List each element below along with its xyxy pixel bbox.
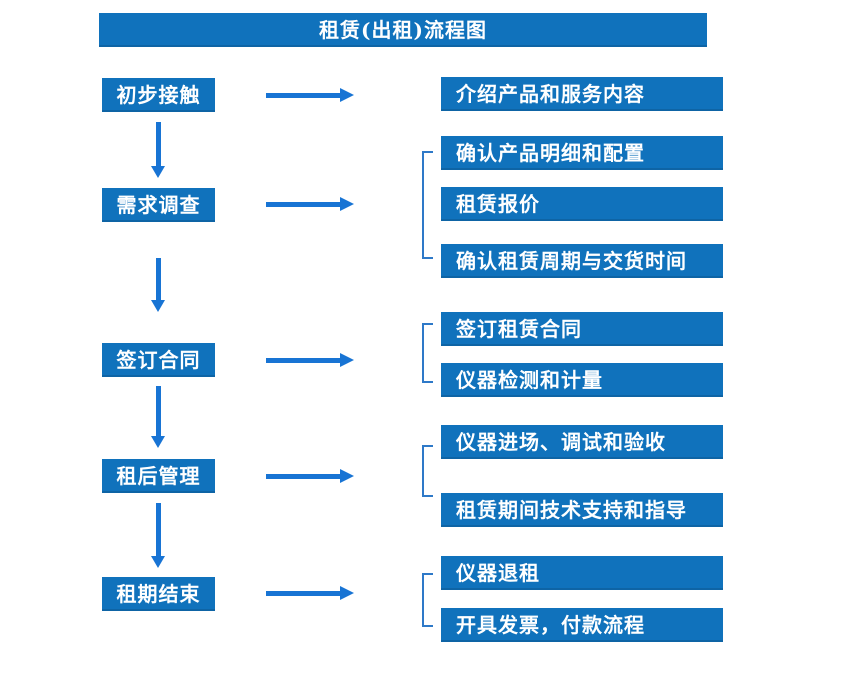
arrow-right-icon [266,353,354,367]
arrow-down-icon [151,122,166,178]
group-bracket-sign-contract [422,323,433,383]
detail-invoice-payment: 开具发票，付款流程 [441,608,723,642]
step-demand-survey: 需求调查 [102,188,215,222]
group-bracket-rental-end [422,573,433,627]
arrow-head [151,300,165,312]
arrow-shaft [266,474,341,479]
detail-rental-quote: 租赁报价 [441,187,723,221]
arrow-shaft [266,93,341,98]
flowchart-title: 租赁(出租)流程图 [99,13,707,47]
detail-confirm-period-delivery: 确认租赁周期与交货时间 [441,244,723,278]
step-post-rental-mgmt: 租后管理 [102,459,215,493]
arrow-head [340,88,354,102]
arrow-head [340,586,354,600]
arrow-head [151,556,165,568]
arrow-down-icon [151,386,166,448]
arrow-shaft [156,503,161,557]
arrow-head [151,436,165,448]
detail-sign-rental-contract: 签订租赁合同 [441,312,723,346]
step-sign-contract: 签订合同 [102,343,215,377]
arrow-shaft [266,202,341,207]
detail-confirm-product-config: 确认产品明细和配置 [441,136,723,170]
arrow-head [340,469,354,483]
arrow-right-icon [266,88,354,102]
arrow-shaft [156,122,161,167]
arrow-shaft [266,358,341,363]
detail-instrument-return: 仪器退租 [441,556,723,590]
arrow-shaft [156,386,161,437]
arrow-down-icon [151,258,166,312]
group-bracket-post-rental [422,445,433,497]
arrow-shaft [156,258,161,301]
step-rental-end: 租期结束 [102,577,215,611]
arrow-head [151,166,165,178]
group-bracket-demand-survey [422,151,433,259]
arrow-shaft [266,591,341,596]
detail-instrument-testing: 仪器检测和计量 [441,363,723,397]
arrow-head [340,353,354,367]
detail-instrument-setup: 仪器进场、调试和验收 [441,425,723,459]
arrow-right-icon [266,586,354,600]
arrow-down-icon [151,503,166,568]
arrow-head [340,197,354,211]
step-initial-contact: 初步接触 [102,78,215,112]
arrow-right-icon [266,469,354,483]
arrow-right-icon [266,197,354,211]
detail-tech-support: 租赁期间技术支持和指导 [441,493,723,527]
detail-introduce-products: 介绍产品和服务内容 [441,77,723,111]
